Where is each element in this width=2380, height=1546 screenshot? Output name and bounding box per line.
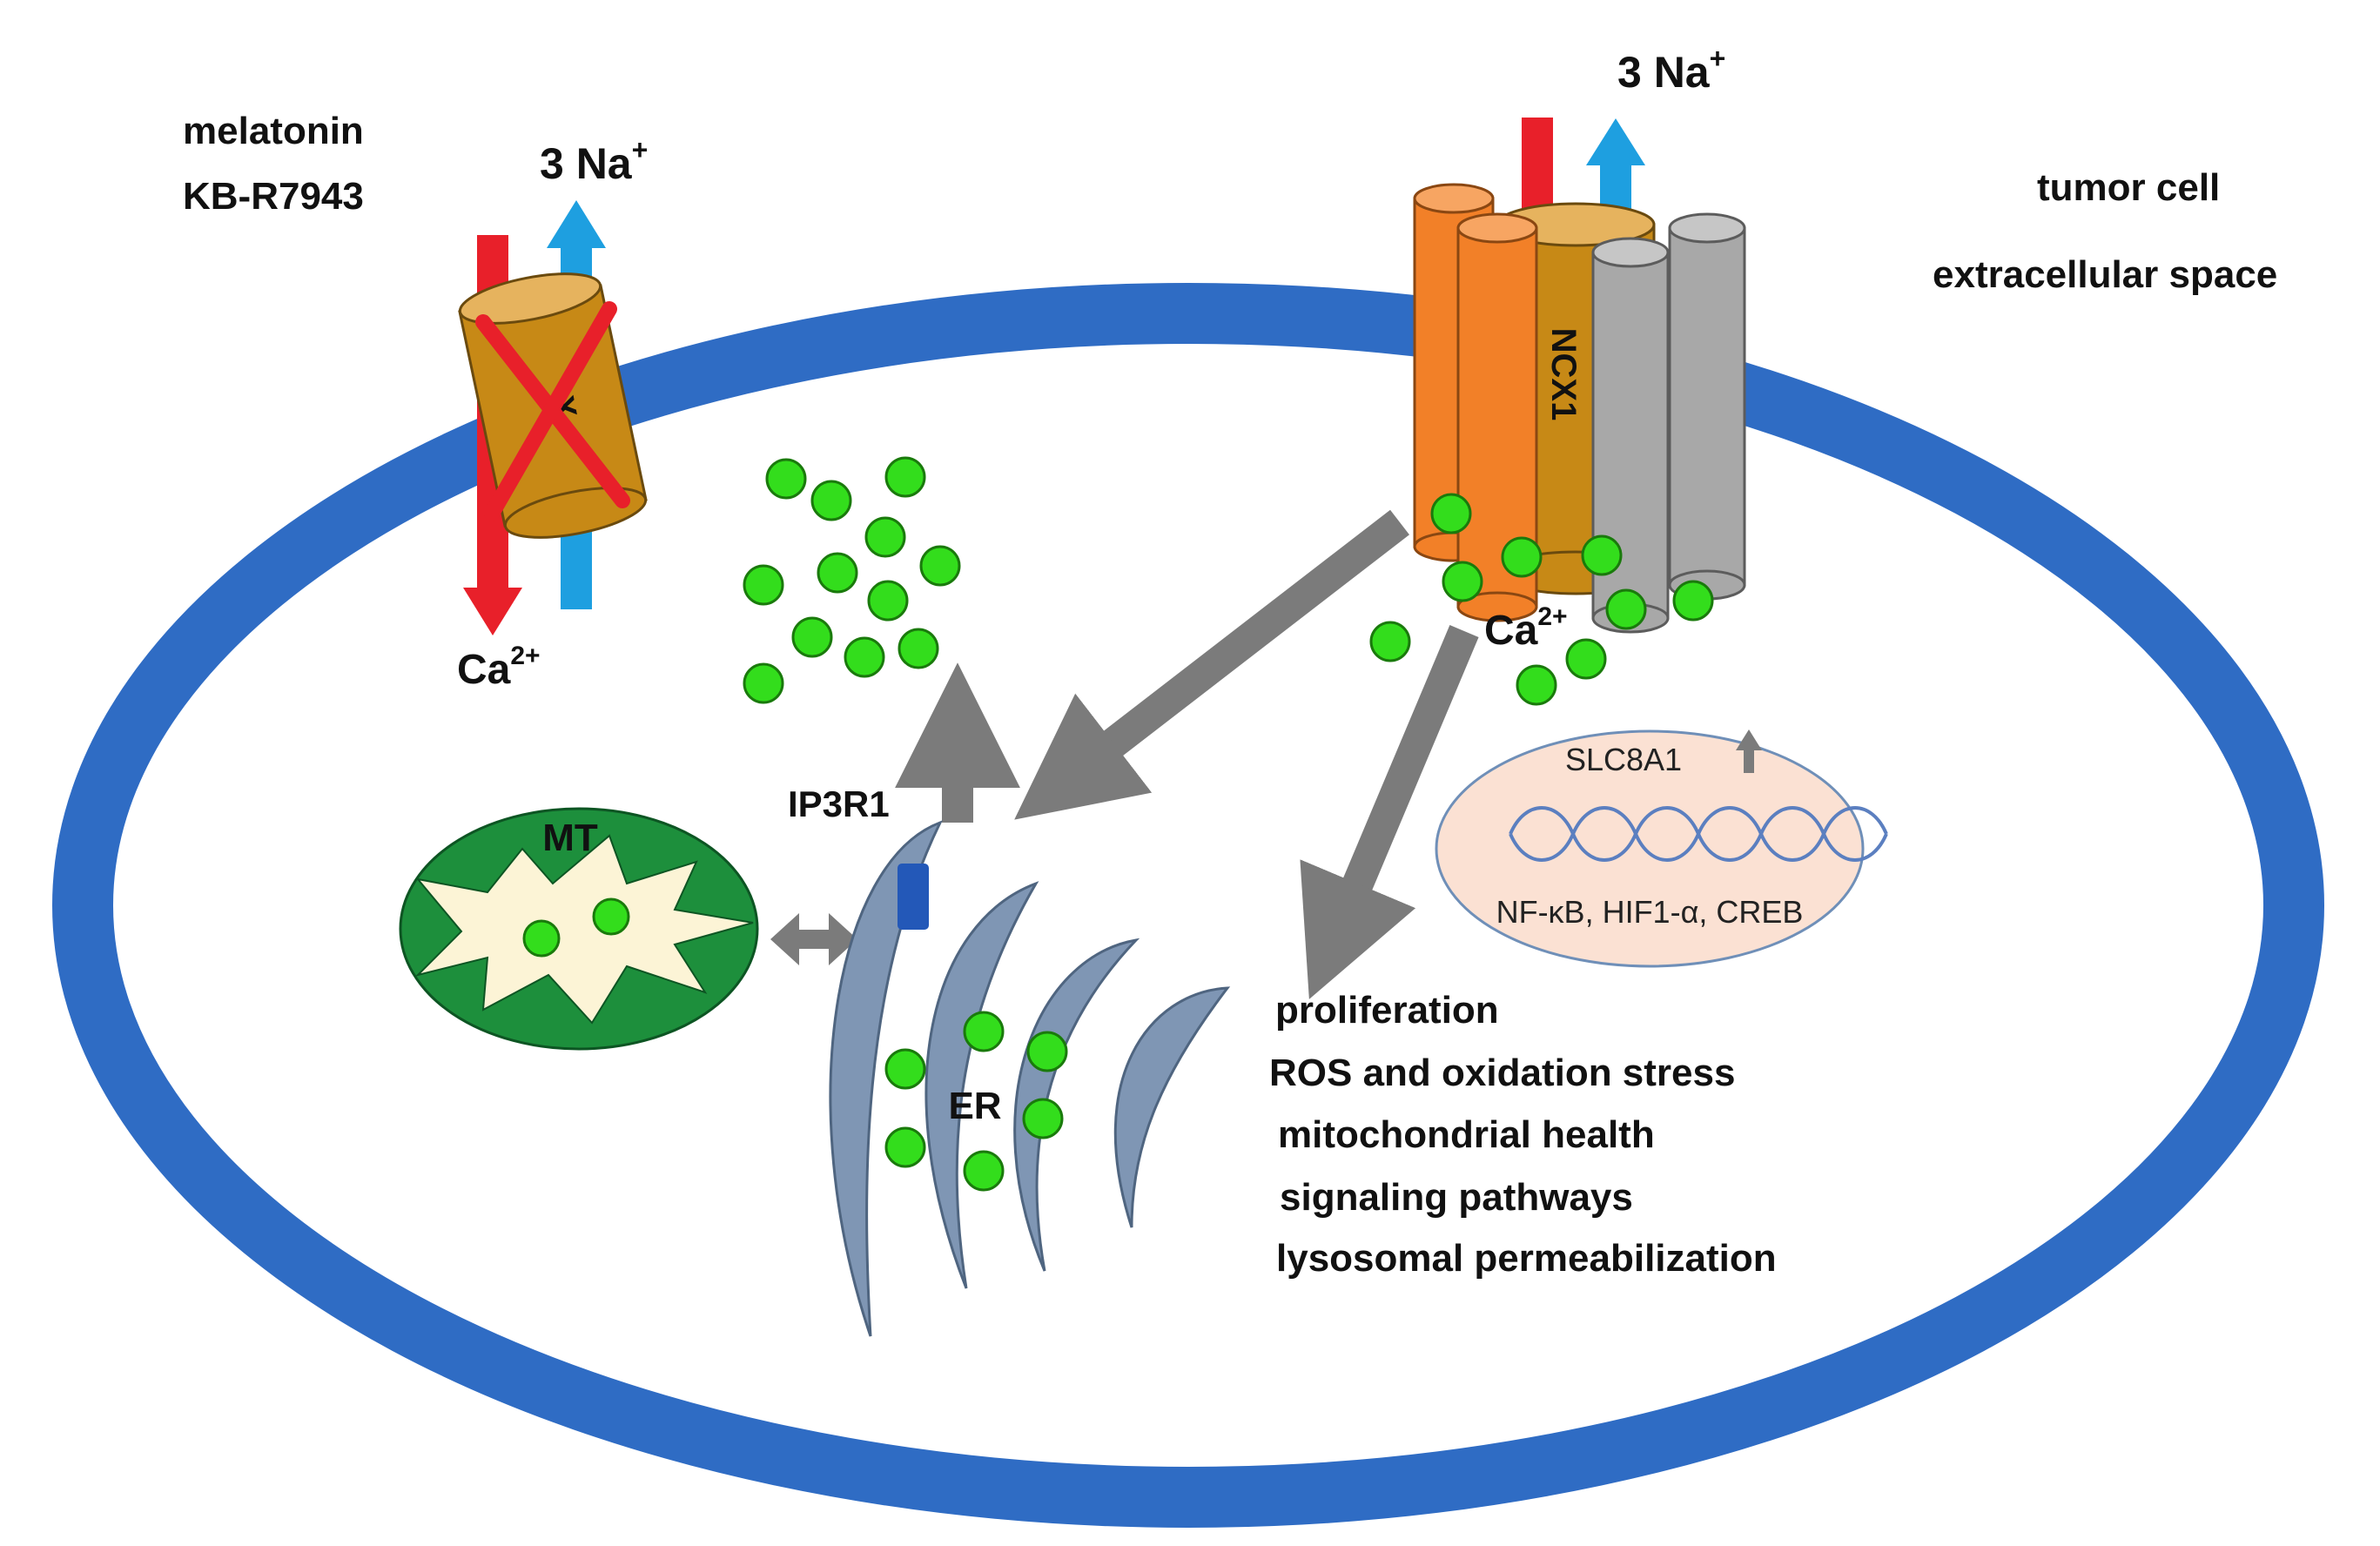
helix-gray-front-top — [1591, 237, 1670, 268]
effects-list: proliferation ROS and oxidation stress m… — [1269, 989, 1777, 1280]
slc8a1-label: SLC8A1 — [1565, 742, 1682, 777]
slc8a1-upregulation-arrow — [1736, 729, 1762, 773]
na-efflux-arrow-left-head — [547, 200, 606, 248]
er-calcium-store — [884, 1011, 1068, 1192]
transcription-factors-label: NF-κB, HIF1-α, CREB — [1496, 894, 1804, 930]
mitochondrion: MT — [399, 807, 759, 1051]
ca-label-right: Ca2+ — [1484, 602, 1568, 654]
ip3r1-label: IP3R1 — [788, 783, 890, 824]
na-label-right: 3 Na+ — [1617, 43, 1725, 97]
mitochondrion-matrix — [414, 834, 754, 1025]
cytosolic-calcium-cluster-left — [743, 456, 961, 704]
nucleus: SLC8A1 NF-κB, HIF1-α, CREB — [1435, 729, 1888, 968]
drug-label-kb-r7943: KB-R7943 — [183, 175, 364, 218]
ip3r1-receptor — [898, 864, 929, 930]
helix-orange-front-top — [1456, 212, 1538, 244]
mt-label: MT — [542, 817, 598, 859]
ca-label-left: Ca2+ — [457, 642, 541, 693]
ncx1-exchanger: NCX1 — [1413, 118, 1746, 634]
cytosolic-calcium-cluster-right — [1369, 493, 1714, 706]
inhibited-ncx-channel: X — [458, 200, 648, 635]
effect-item: proliferation — [1275, 989, 1499, 1032]
endoplasmic-reticulum — [829, 820, 1231, 1337]
inhibition-cross-2 — [484, 301, 617, 521]
er-label: ER — [948, 1085, 1001, 1127]
arrow-ca-to-er — [1014, 509, 1409, 820]
effect-item: lysosomal permeabilization — [1276, 1237, 1777, 1280]
helix-gray-back — [1668, 226, 1746, 587]
drug-label-melatonin: melatonin — [183, 110, 364, 152]
cell-membrane — [52, 283, 2324, 1528]
na-label-left: 3 Na+ — [540, 134, 648, 188]
na-efflux-arrow-right-head — [1586, 118, 1645, 165]
blocked-channel-bottom — [503, 487, 648, 539]
tumor-cell-label: tumor cell — [2037, 166, 2220, 209]
arrow-mt-er-exchange — [770, 913, 857, 965]
helix-orange-front-bottom — [1456, 591, 1538, 622]
effect-item: mitochondrial health — [1278, 1113, 1655, 1156]
effect-item: ROS and oxidation stress — [1269, 1052, 1735, 1094]
dna-helix-icon — [1509, 806, 1888, 862]
arrow-ca-to-effects — [1300, 625, 1479, 999]
blocked-channel-top — [458, 272, 602, 325]
effect-item: signaling pathways — [1280, 1176, 1633, 1219]
helix-orange-back-top — [1413, 183, 1495, 214]
helix-gray-back-top — [1668, 212, 1746, 244]
ca-influx-arrow-left-head — [463, 588, 522, 635]
extracellular-space-label: extracellular space — [1933, 253, 2277, 296]
ncx1-label: NCX1 — [1544, 328, 1583, 421]
